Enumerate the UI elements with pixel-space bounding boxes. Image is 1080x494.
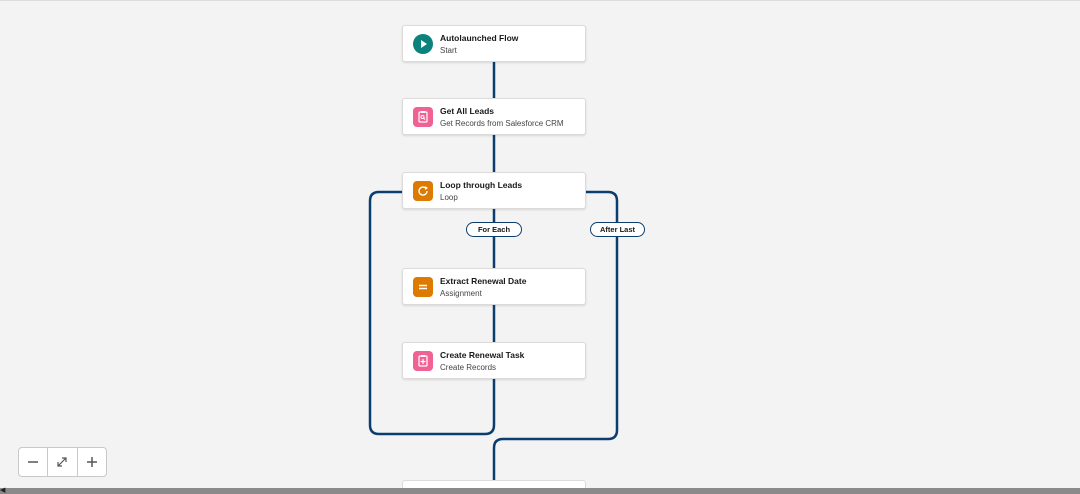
connector-loop-back <box>368 190 496 436</box>
loop-icon <box>413 181 433 201</box>
assignment-icon <box>413 277 433 297</box>
flow-node-loop[interactable]: Loop through Leads Loop <box>402 172 586 209</box>
scroll-left-icon[interactable]: ◀ <box>0 487 6 494</box>
zoom-in-button[interactable] <box>78 448 106 476</box>
flow-node-end[interactable] <box>402 480 586 490</box>
flow-node-start[interactable]: Autolaunched Flow Start <box>402 25 586 62</box>
zoom-controls <box>18 447 107 477</box>
after-last-label[interactable]: After Last <box>590 222 645 237</box>
fit-view-icon <box>57 457 68 467</box>
node-title: Extract Renewal Date <box>440 276 527 286</box>
node-title: Autolaunched Flow <box>440 33 519 43</box>
flow-node-extract-renewal-date[interactable]: Extract Renewal Date Assignment <box>402 268 586 305</box>
create-records-icon <box>413 351 433 371</box>
connector-after-last <box>492 190 619 483</box>
node-subtitle: Assignment <box>440 289 482 298</box>
node-subtitle: Start <box>440 46 457 55</box>
node-title: Get All Leads <box>440 106 495 116</box>
node-subtitle: Get Records from Salesforce CRM <box>440 119 564 128</box>
minus-icon <box>28 461 39 463</box>
flow-node-get-all-leads[interactable]: Get All Leads Get Records from Salesforc… <box>402 98 586 135</box>
horizontal-scrollbar[interactable] <box>0 488 1080 494</box>
flow-node-create-renewal-task[interactable]: Create Renewal Task Create Records <box>402 342 586 379</box>
plus-icon <box>86 457 97 467</box>
node-subtitle: Create Records <box>440 363 497 372</box>
node-title: Loop through Leads <box>440 180 523 190</box>
get-records-icon <box>413 107 433 127</box>
zoom-out-button[interactable] <box>19 448 49 476</box>
node-subtitle: Loop <box>440 193 458 202</box>
node-title: Create Renewal Task <box>440 350 525 360</box>
fit-view-button[interactable] <box>48 448 78 476</box>
play-icon <box>413 34 433 54</box>
for-each-label[interactable]: For Each <box>466 222 522 237</box>
